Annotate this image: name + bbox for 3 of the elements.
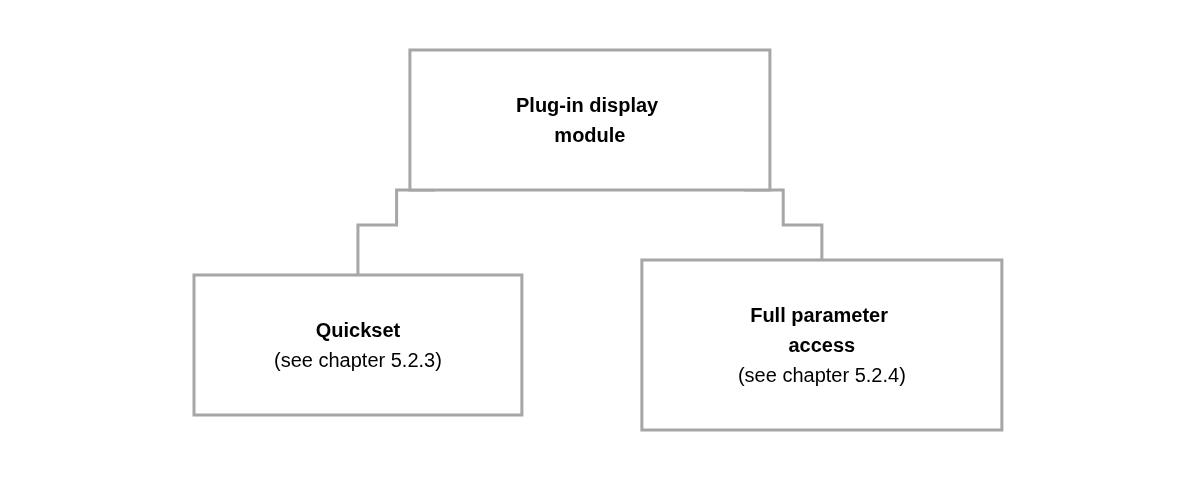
node-box: Quickset (see chapter 5.2.3) [192,273,523,417]
node-box: Plug-in display module [407,48,771,192]
node-box: Full parameter access (see chapter 5.2.4) [639,258,1003,432]
